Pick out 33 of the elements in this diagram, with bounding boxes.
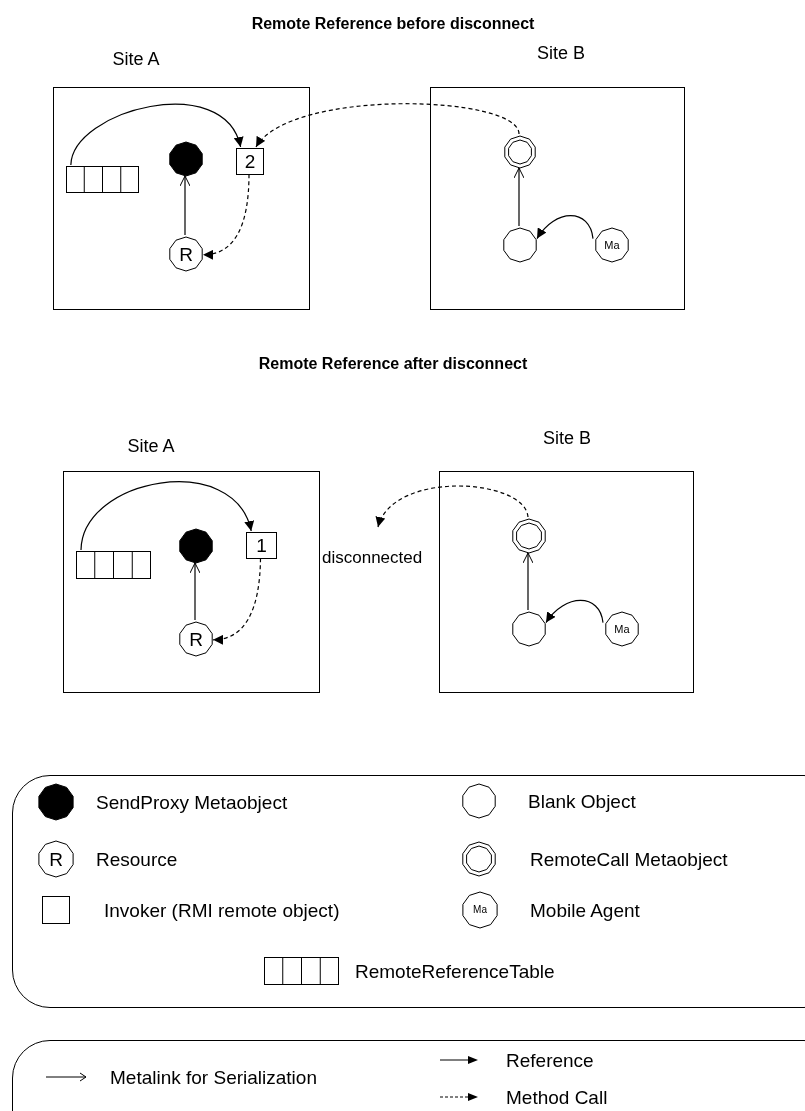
site-heading: Site B <box>537 44 585 62</box>
legend-text: Reference <box>506 1050 594 1070</box>
dashed-arrow <box>255 103 520 148</box>
section-heading: Remote Reference after disconnect <box>258 354 528 374</box>
arrow <box>545 599 604 624</box>
section-heading: Remote Reference before disconnect <box>251 14 535 34</box>
legend-text: RemoteReferenceTable <box>355 961 555 981</box>
legend-text: Mobile Agent <box>530 900 640 920</box>
invoker-square: 1 <box>246 532 277 559</box>
arrow <box>513 167 525 227</box>
status-label: disconnected <box>322 549 423 566</box>
legend-text: RemoteCall Metaobject <box>530 849 728 869</box>
legend-text: Invoker (RMI remote object) <box>104 900 340 920</box>
reference-table <box>76 551 151 579</box>
arrow <box>80 481 253 551</box>
dashed-arrow <box>202 173 250 260</box>
legend-text: SendProxy Metaobject <box>96 792 288 812</box>
legend-text: Method Call <box>506 1087 608 1107</box>
arrow <box>189 562 201 621</box>
site-heading: Site A <box>127 437 175 455</box>
dashed-arrow <box>212 557 262 645</box>
arrow <box>70 103 242 166</box>
site-heading: Site A <box>112 50 160 68</box>
legend-text: Metalink for Serialization <box>110 1067 317 1087</box>
legend-text: Resource <box>96 849 178 869</box>
arrow <box>536 215 594 240</box>
arrow <box>522 552 534 611</box>
invoker-square: 2 <box>236 148 264 175</box>
legend-text: Blank Object <box>528 791 636 811</box>
site-heading: Site B <box>543 429 591 447</box>
arrow <box>179 175 191 236</box>
dashed-arrow <box>377 485 529 528</box>
reference-table <box>66 166 139 193</box>
